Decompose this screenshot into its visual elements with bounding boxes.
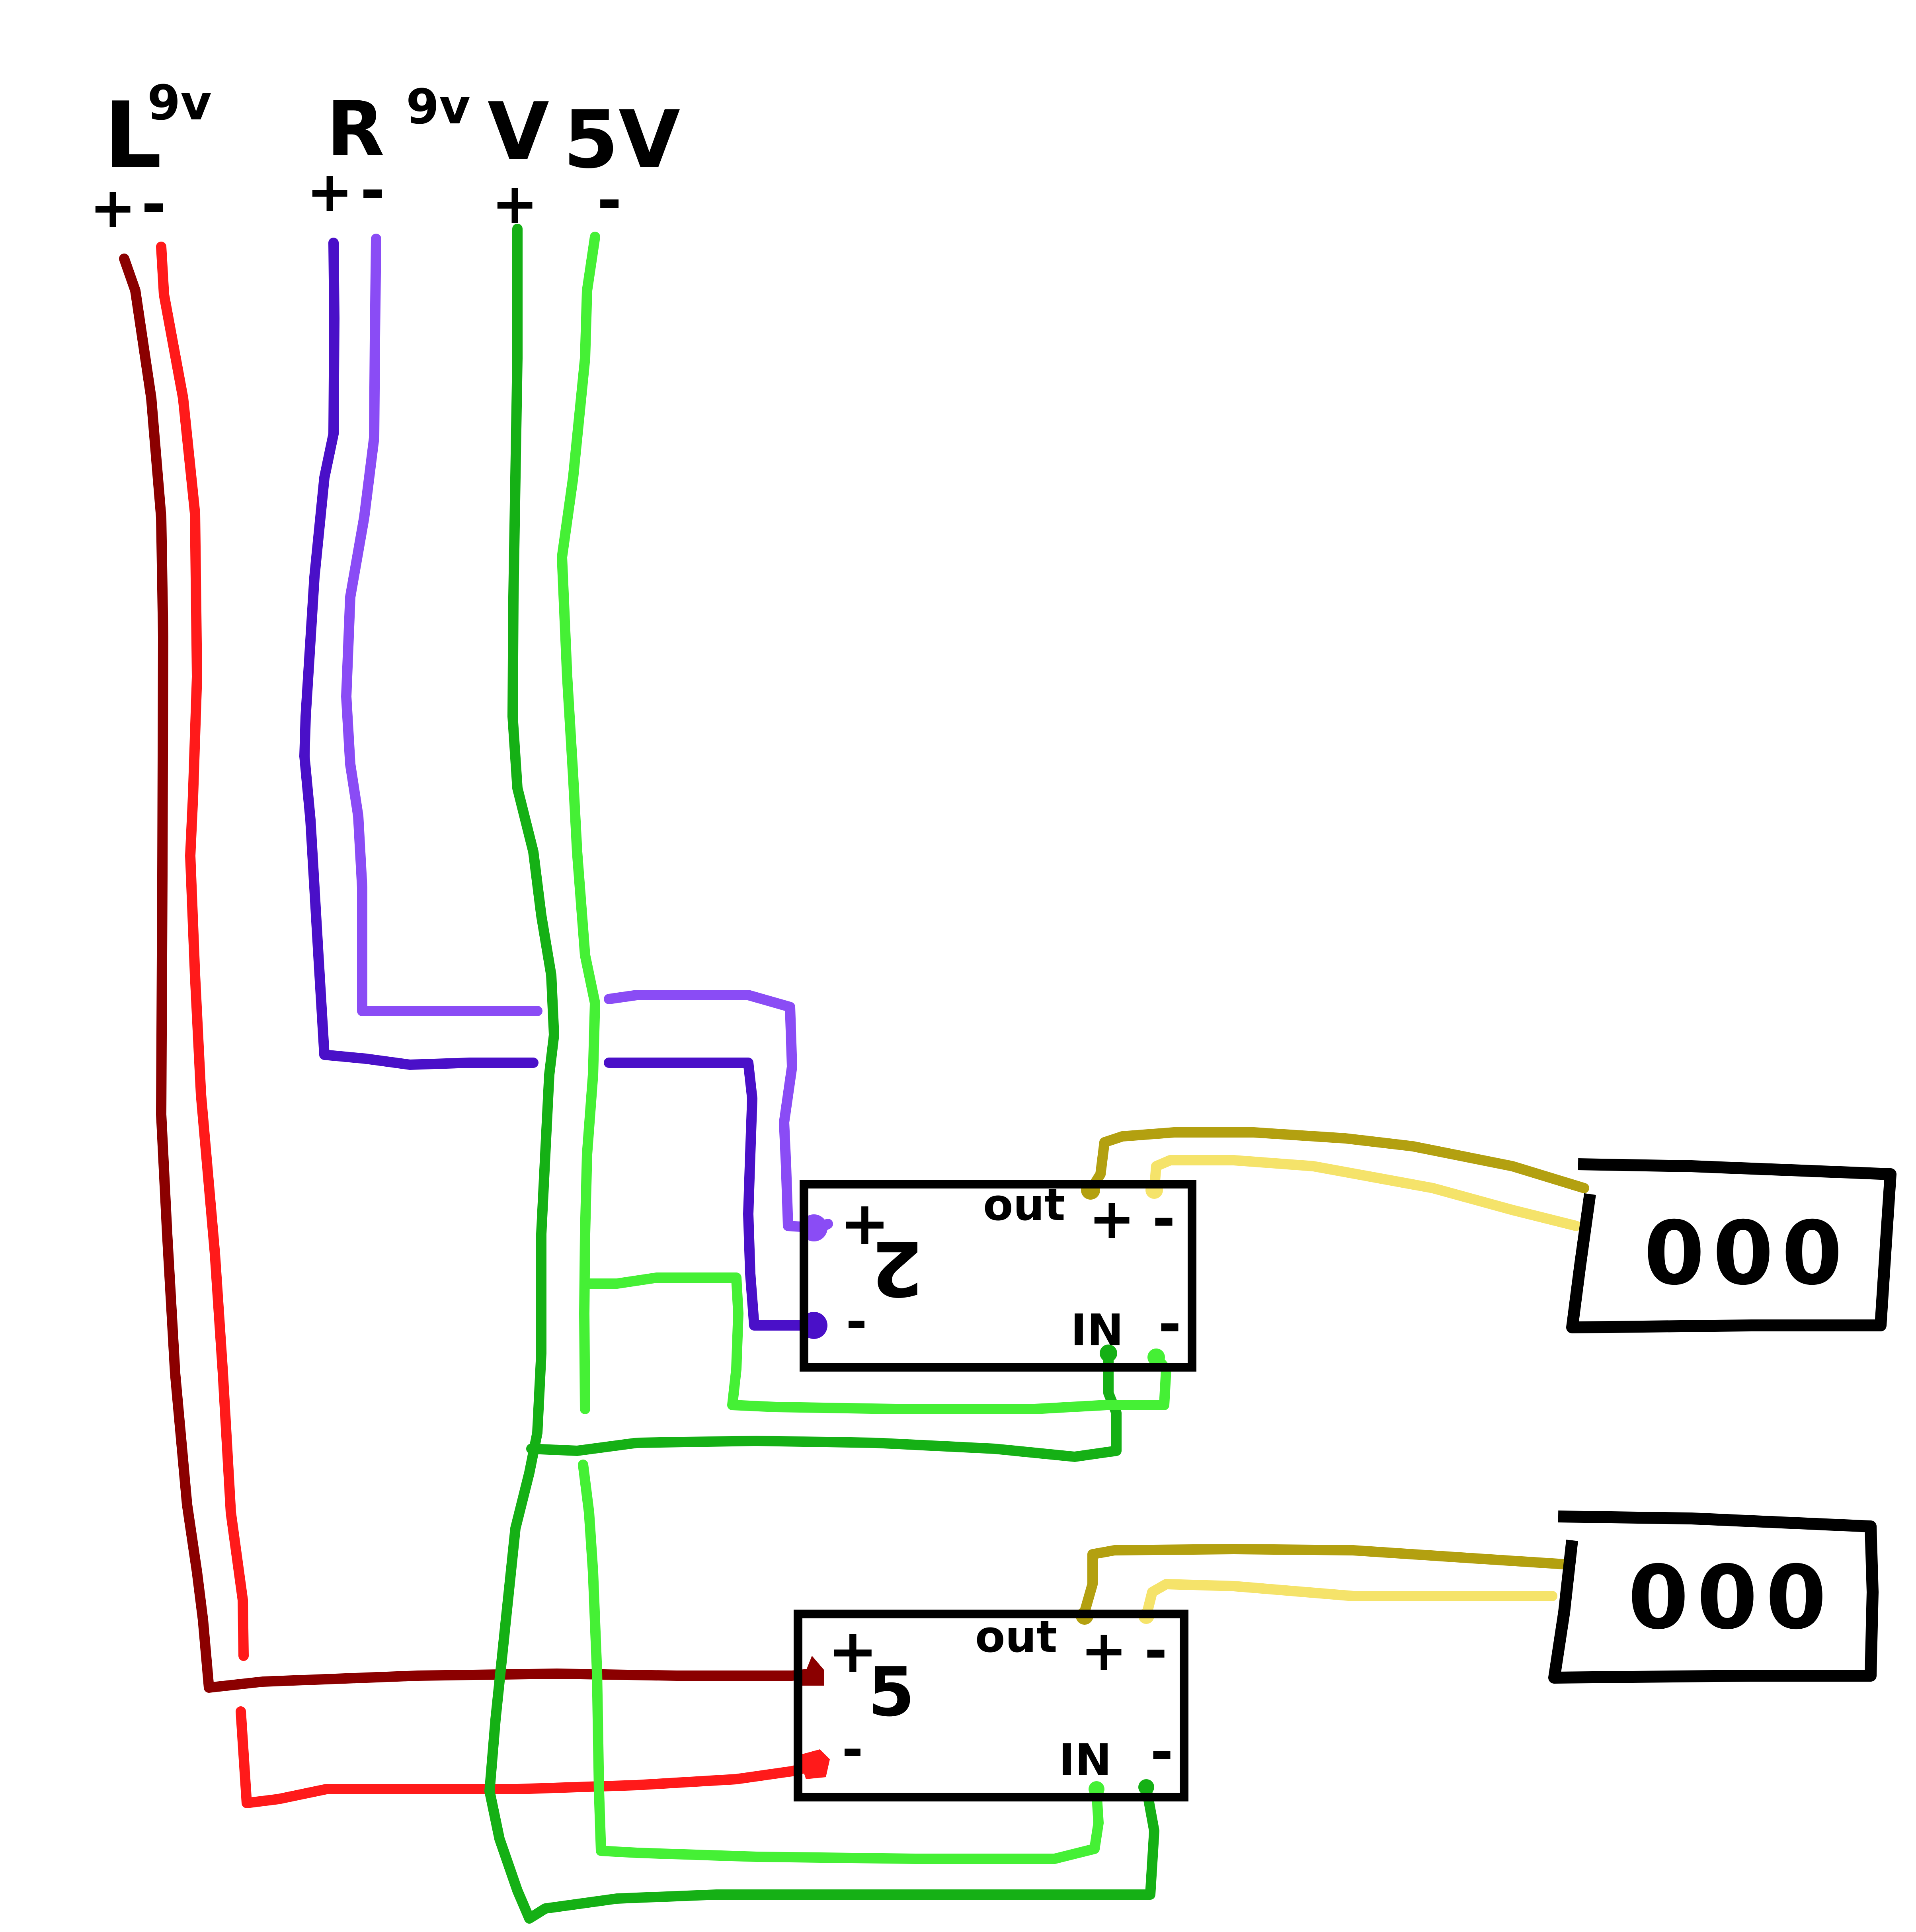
display-bottom-reading: 000 bbox=[1628, 1547, 1834, 1649]
supply-l-label: L 9v + - bbox=[90, 76, 212, 240]
supply-v-name: V bbox=[488, 86, 549, 178]
wire-l-minus bbox=[156, 242, 249, 1661]
wire-v-minus-top-branch bbox=[582, 1272, 1171, 1414]
module-bottom-outline bbox=[794, 1610, 1188, 1801]
wire-v-minus bbox=[557, 232, 600, 1414]
wire-out-minus-bottom bbox=[1141, 1579, 1557, 1621]
display-top: 000 bbox=[1566, 1158, 1896, 1333]
bottom-minus-terminal bbox=[798, 1749, 830, 1779]
display-top-reading: 000 bbox=[1644, 1202, 1850, 1304]
module-top-out-plus: + bbox=[1089, 1187, 1135, 1251]
supply-v-voltage: 5V bbox=[563, 94, 680, 186]
module-top-in-minus: - bbox=[1158, 1292, 1181, 1357]
module-top-out-label: out bbox=[983, 1179, 1065, 1230]
top-in-minus-terminal bbox=[1147, 1348, 1165, 1366]
supply-v-label: V 5V + - bbox=[488, 86, 680, 236]
top-in-plus-terminal bbox=[1100, 1345, 1117, 1362]
wire-v-plus bbox=[484, 224, 1159, 1924]
module-top-in-label: IN bbox=[1071, 1305, 1124, 1356]
module-top-minus: - bbox=[846, 1291, 867, 1352]
module-bottom-minus: - bbox=[842, 1719, 863, 1780]
wire-out-plus-bottom bbox=[1079, 1544, 1569, 1617]
supply-v-minus: - bbox=[597, 166, 622, 235]
module-top-outline bbox=[800, 1180, 1196, 1372]
wire-v-minus-bottom bbox=[578, 1460, 1104, 1864]
module-bottom-in-minus: - bbox=[1150, 1720, 1173, 1785]
module-top-plus: + bbox=[840, 1189, 890, 1258]
module-top-sign: 2 bbox=[871, 1224, 923, 1312]
supply-l-name: L bbox=[103, 83, 162, 189]
supply-l-voltage: 9v bbox=[147, 76, 212, 131]
module-top: + 2 - out + - IN - bbox=[800, 1179, 1196, 1372]
wire-l-plus bbox=[119, 254, 817, 1693]
wire-r-minus-cont bbox=[604, 990, 833, 1233]
supply-l-minus: - bbox=[141, 170, 166, 239]
module-bottom-in-label: IN bbox=[1059, 1735, 1112, 1786]
bottom-in-minus-terminal bbox=[1138, 1779, 1154, 1795]
supply-l-plus: + bbox=[90, 176, 136, 240]
supply-r-minus: - bbox=[360, 156, 385, 225]
module-bottom-plus: + bbox=[828, 1617, 878, 1686]
display-bottom-outline bbox=[1548, 1510, 1879, 1684]
supply-r-voltage: 9v bbox=[406, 80, 470, 135]
wire-r-plus bbox=[299, 238, 539, 1070]
module-bottom: + 5 - out + - IN - bbox=[794, 1610, 1188, 1801]
wire-r-plus-cont bbox=[604, 1058, 819, 1331]
module-bottom-sign: 5 bbox=[868, 1653, 915, 1732]
supply-r-plus: + bbox=[306, 160, 353, 224]
wire-out-plus-top bbox=[1085, 1127, 1589, 1195]
module-bottom-out-label: out bbox=[975, 1611, 1057, 1662]
module-bottom-out-minus: - bbox=[1144, 1618, 1167, 1683]
module-top-out-minus: - bbox=[1152, 1187, 1175, 1251]
module-bottom-out-plus: + bbox=[1081, 1618, 1127, 1683]
wire-out-minus-top bbox=[1149, 1155, 1581, 1231]
display-bottom: 000 bbox=[1548, 1510, 1879, 1684]
supply-r-label: R 9v + - bbox=[306, 80, 470, 225]
wire-r-minus bbox=[341, 234, 542, 1016]
supply-r-name: R bbox=[326, 85, 384, 173]
display-top-outline bbox=[1566, 1158, 1896, 1333]
wire-l-minus-return bbox=[236, 1706, 813, 1808]
bottom-plus-terminal bbox=[800, 1656, 824, 1686]
